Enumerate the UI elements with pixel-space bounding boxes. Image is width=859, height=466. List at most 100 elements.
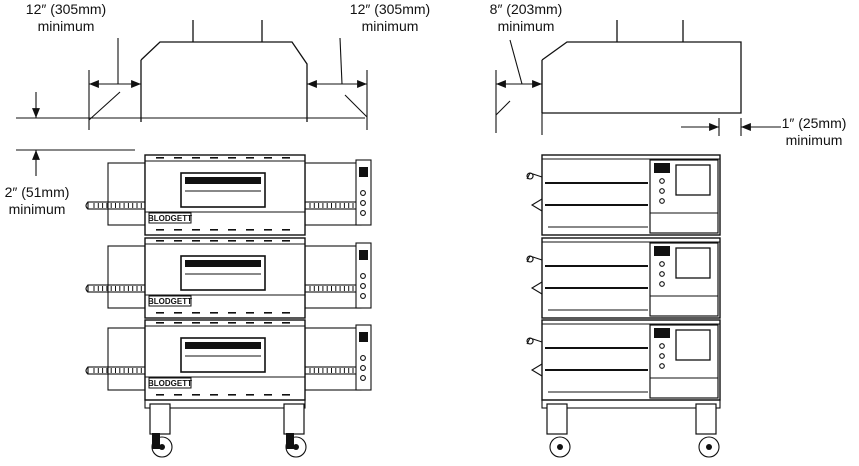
right-conveyor-housing — [304, 327, 362, 391]
vent-slot — [174, 229, 182, 231]
vent-slot — [210, 157, 218, 159]
control-display — [359, 250, 368, 260]
caster-hub-icon — [159, 444, 165, 450]
control-window — [675, 329, 711, 361]
vent-slot — [246, 229, 254, 231]
control-knob — [360, 355, 366, 361]
vent-slot — [228, 322, 236, 324]
control-window — [675, 247, 711, 279]
brand-plate — [148, 295, 192, 307]
control-display — [359, 167, 368, 177]
vent-slot — [282, 312, 290, 314]
vent-slot — [210, 394, 218, 396]
side-bracket — [530, 363, 543, 377]
control-knob — [360, 200, 366, 206]
caster-wheel-icon — [549, 436, 571, 458]
side-oven-deck-1 — [526, 154, 721, 236]
vent-slot — [282, 322, 290, 324]
control-knob — [659, 281, 665, 287]
vent-slot — [282, 240, 290, 242]
brand-plate — [148, 377, 192, 389]
vent-slot — [174, 322, 182, 324]
caster-hub-icon — [293, 444, 299, 450]
stand-leg — [283, 403, 305, 435]
vent-slot — [156, 322, 164, 324]
vent-slot — [210, 240, 218, 242]
stand-leg — [149, 403, 171, 435]
vent-slot — [246, 394, 254, 396]
left-clearance-markers — [16, 37, 368, 176]
vent-slot — [174, 157, 182, 159]
control-window — [675, 164, 711, 196]
vent-slot — [174, 240, 182, 242]
hood-gap-clearance-dimension: 2″ (51mm) — [4, 184, 70, 200]
right-side-clearance-dimension: 12″ (305mm) — [349, 1, 431, 17]
right-side-clearance-label: 12″ (305mm) minimum — [332, 1, 448, 35]
vent-slot — [264, 229, 272, 231]
brand-plate-text: BLODGETT — [148, 379, 192, 388]
left-side-clearance-label: 12″ (305mm) minimum — [8, 1, 124, 35]
left-side-clearance-note: minimum — [37, 18, 95, 34]
control-knob — [360, 365, 366, 371]
control-knob — [360, 293, 366, 299]
control-knob — [360, 375, 366, 381]
belt-end-curl — [85, 201, 89, 210]
vent-slot — [156, 229, 164, 231]
side-wall-clearance-note: minimum — [785, 132, 843, 148]
caster-hub-icon — [706, 444, 712, 450]
right-conveyor-housing — [304, 245, 362, 309]
crank-handle-icon — [526, 172, 543, 180]
stand-leg — [546, 403, 568, 435]
vent-slot — [174, 312, 182, 314]
brand-plate-text: BLODGETT — [148, 214, 192, 223]
access-window-glass — [185, 177, 261, 184]
vent-slot — [282, 394, 290, 396]
vent-slot — [156, 312, 164, 314]
control-knob — [360, 210, 366, 216]
vent-slot — [156, 394, 164, 396]
control-knob — [360, 273, 366, 279]
caster-brake — [286, 433, 294, 449]
vent-slot — [174, 394, 182, 396]
control-knob — [360, 283, 366, 289]
vent-slot — [228, 240, 236, 242]
vent-slot — [210, 322, 218, 324]
vent-slot — [246, 322, 254, 324]
side-oven-deck-3 — [526, 319, 721, 401]
front-oven-deck-1: BLODGETT — [85, 154, 372, 236]
vent-slot — [228, 157, 236, 159]
right-side-clearance-note: minimum — [361, 18, 419, 34]
caster-brake — [152, 433, 160, 449]
vent-slot — [156, 157, 164, 159]
right-oven-stack — [526, 154, 721, 458]
vent-slot — [264, 394, 272, 396]
vent-slot — [228, 394, 236, 396]
crank-handle-icon — [526, 337, 543, 345]
right-clearance-markers — [495, 39, 781, 136]
left-side-clearance-dimension: 12″ (305mm) — [25, 1, 107, 17]
control-knob — [659, 353, 665, 359]
vent-slot — [192, 229, 200, 231]
left-conveyor-housing — [107, 162, 146, 226]
vent-slot — [264, 322, 272, 324]
vent-slot — [264, 240, 272, 242]
vent-slot — [210, 312, 218, 314]
vent-slot — [264, 157, 272, 159]
side-stand — [541, 399, 721, 458]
side-wall-clearance-label: 1″ (25mm) minimum — [770, 115, 858, 149]
hood-gap-clearance-note: minimum — [8, 201, 66, 217]
control-knob — [659, 363, 665, 369]
vent-slot — [246, 157, 254, 159]
vent-slot — [210, 229, 218, 231]
side-oven-deck-2 — [526, 237, 721, 319]
vent-slot — [192, 240, 200, 242]
back-clearance-label: 8″ (203mm) minimum — [476, 1, 576, 35]
vent-slot — [192, 394, 200, 396]
left-conveyor-housing — [107, 327, 146, 391]
vent-slot — [192, 157, 200, 159]
stand-frame — [541, 399, 721, 409]
belt-end-curl — [85, 284, 89, 293]
